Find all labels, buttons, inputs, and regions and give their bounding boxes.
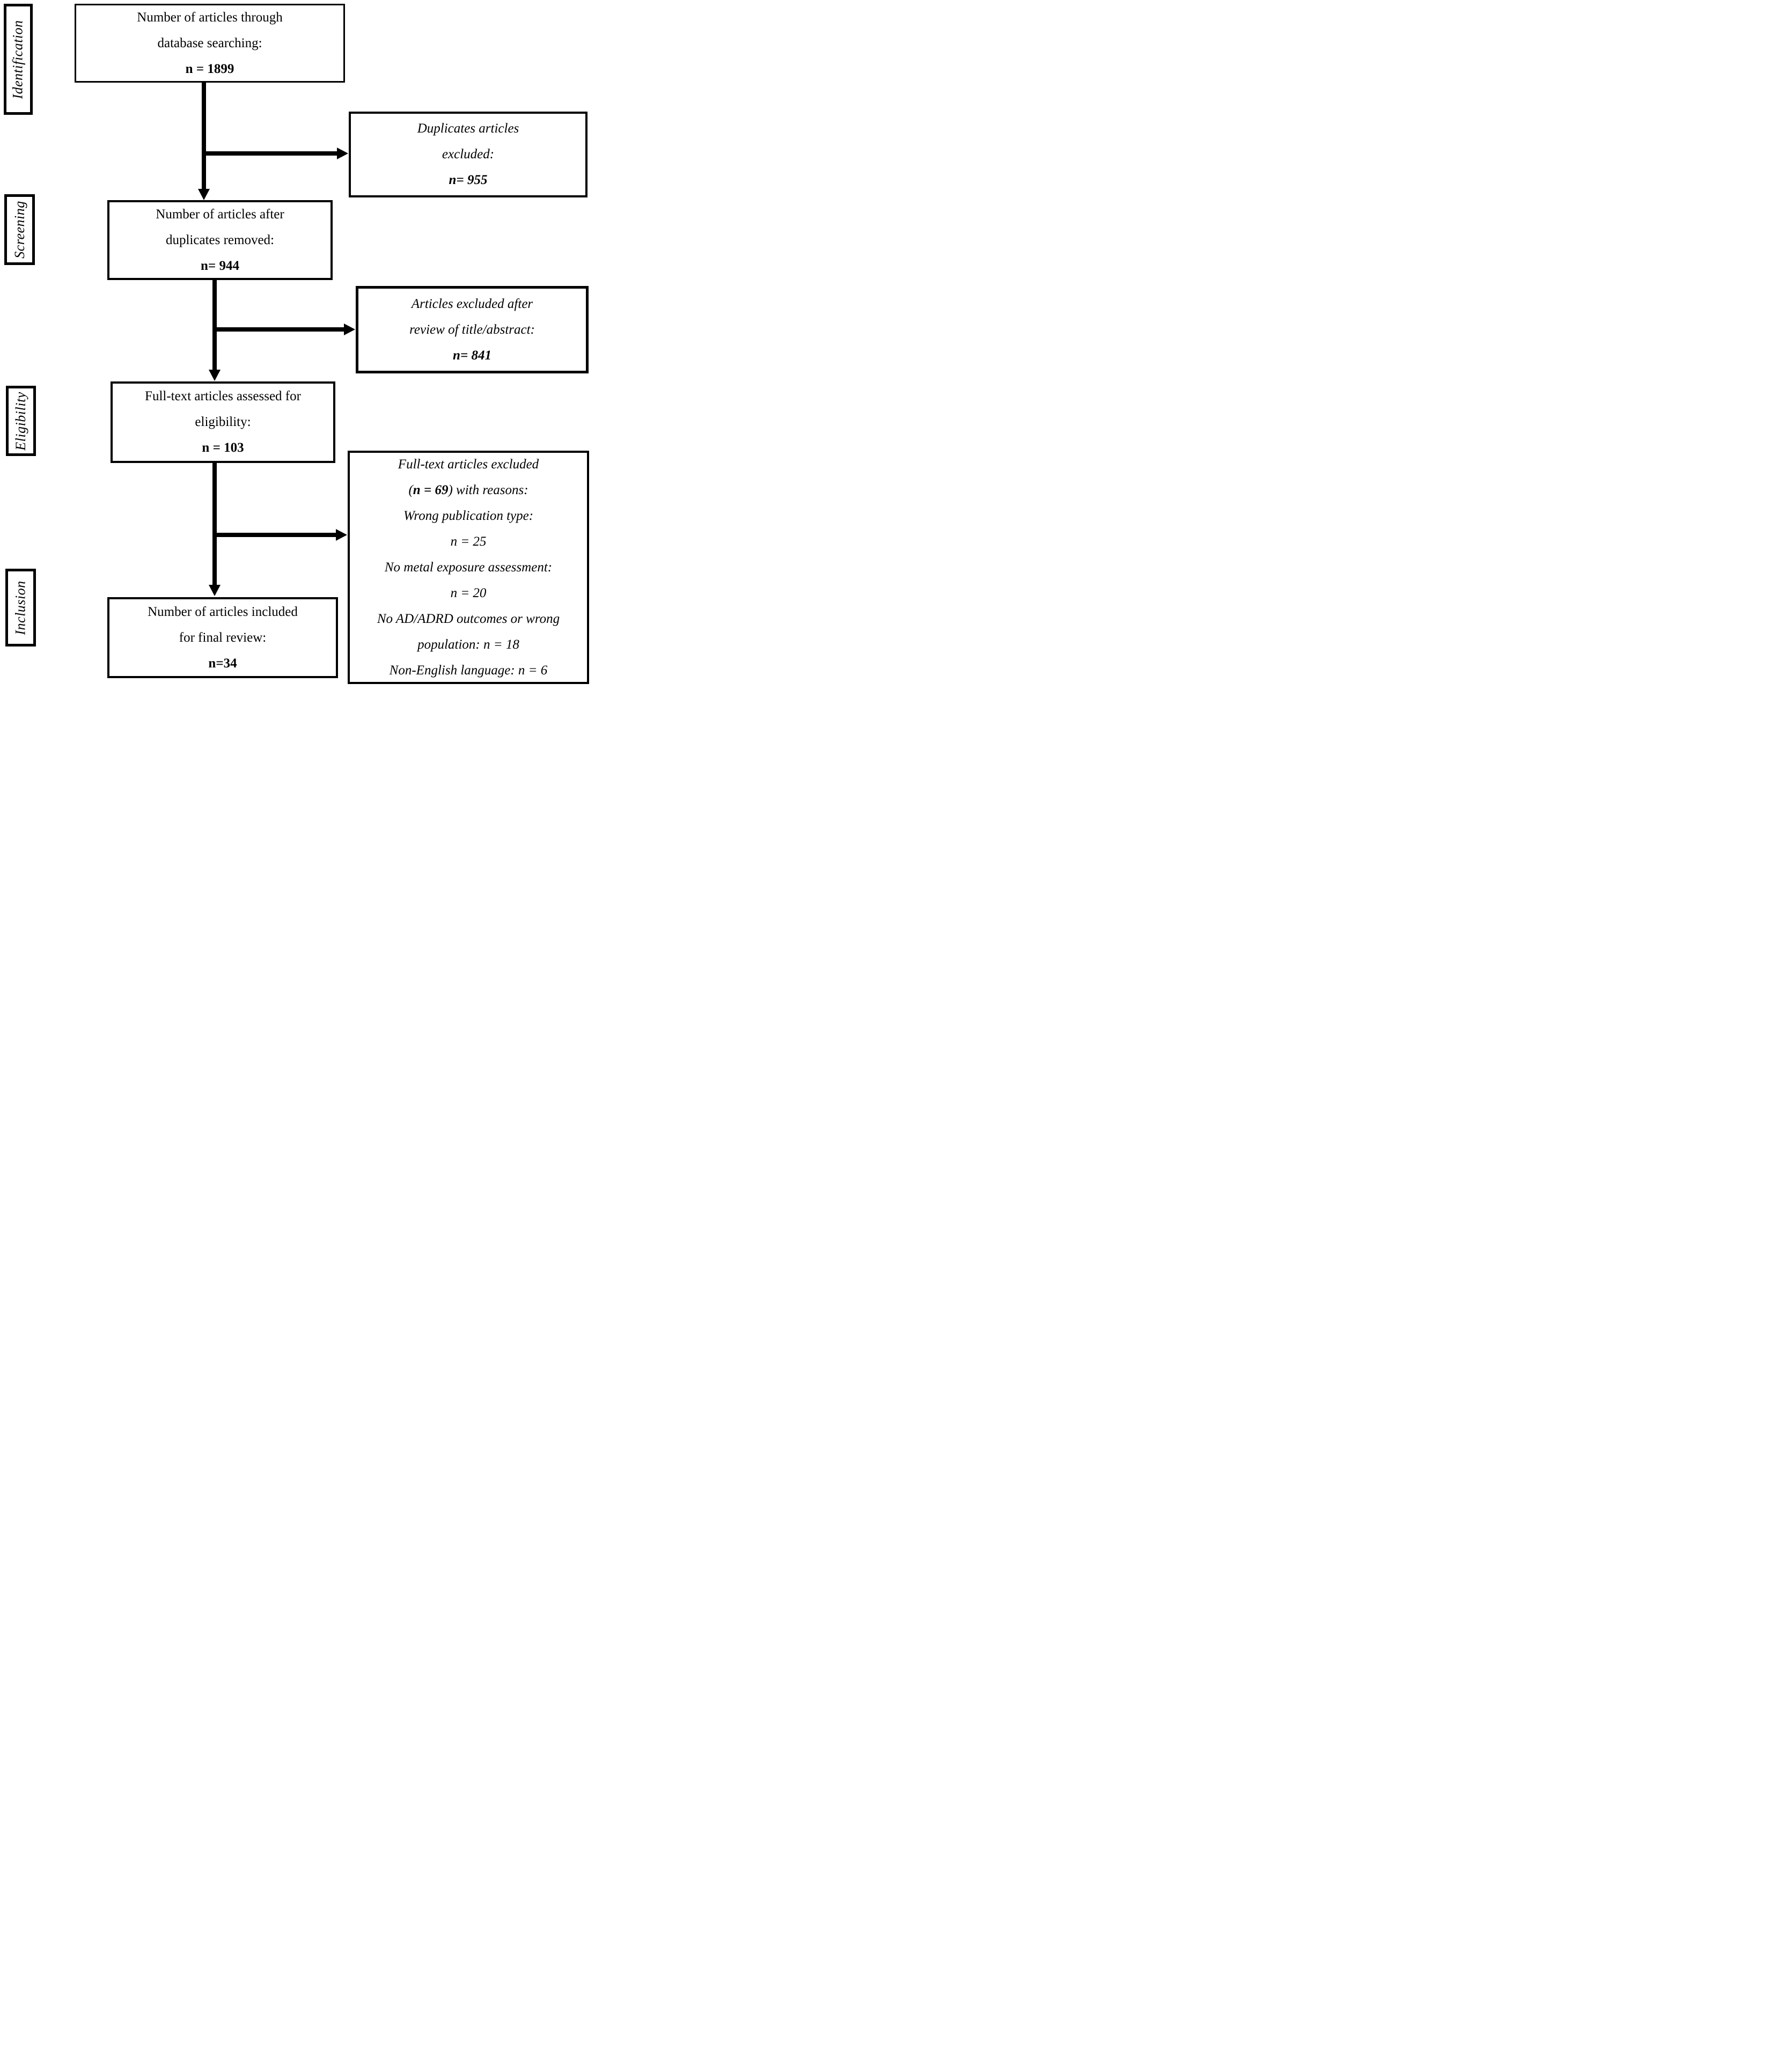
side-box-title-abstract-excluded: Articles excluded after review of title/…	[356, 286, 589, 373]
exclusion-reason-line: Wrong publication type:	[403, 508, 534, 523]
flow-box-final-included-count: n=34	[208, 656, 237, 671]
flow-box-database-search-line2: database searching:	[157, 35, 262, 50]
side-box-duplicates-excluded-count: n= 955	[449, 173, 488, 187]
arrow-down-fulltext-to-included-head	[209, 585, 221, 596]
fulltext-excluded-subtitle: (n = 69) with reasons:	[408, 477, 528, 503]
arrow-right-to-fulltext-excluded-head	[336, 529, 347, 541]
stage-label-identification-text: Identification	[10, 19, 26, 99]
exclusion-reason-line: n = 20	[450, 585, 487, 600]
side-box-title-abstract-excluded-line2: review of title/abstract:	[409, 322, 535, 337]
arrow-down-search-to-duplicates-removed	[202, 82, 206, 189]
arrow-right-to-fulltext-excluded	[212, 533, 336, 537]
fulltext-excluded-subtitle-post: ) with reasons:	[448, 482, 528, 497]
arrow-down-duplicates-removed-to-fulltext-head	[209, 370, 221, 381]
side-box-duplicates-excluded-line2: excluded:	[442, 147, 495, 161]
exclusion-reason-line: No metal exposure assessment:	[384, 560, 553, 575]
stage-label-identification: Identification	[4, 4, 33, 115]
stage-label-eligibility-text: Eligibility	[13, 391, 28, 451]
side-box-fulltext-excluded-reasons: Full-text articles excluded (n = 69) wit…	[348, 451, 589, 684]
fulltext-excluded-subtitle-count: n = 69	[413, 482, 449, 497]
flow-box-database-search-line1: Number of articles through	[137, 10, 283, 25]
exclusion-reason-line: No AD/ADRD outcomes or wrong	[377, 611, 560, 626]
exclusion-reason-line: population: n = 18	[417, 637, 519, 652]
flow-box-duplicates-removed-line1: Number of articles after	[156, 207, 284, 222]
arrow-down-search-to-duplicates-removed-head	[198, 189, 210, 200]
flow-box-database-search-count: n = 1899	[185, 61, 234, 76]
stage-label-eligibility: Eligibility	[6, 386, 36, 456]
prisma-flow-diagram: Identification Screening Eligibility Inc…	[0, 0, 590, 690]
stage-label-inclusion-text: Inclusion	[12, 580, 28, 635]
flow-box-final-included-line2: for final review:	[179, 630, 267, 645]
flow-box-fulltext-assessed-line1: Full-text articles assessed for	[145, 389, 301, 403]
arrow-down-fulltext-to-included	[212, 462, 217, 585]
arrow-right-to-duplicates-excluded-head	[337, 148, 348, 159]
flow-box-duplicates-removed-line2: duplicates removed:	[165, 232, 274, 247]
side-box-duplicates-excluded: Duplicates articles excluded: n= 955	[349, 112, 587, 197]
flow-box-fulltext-assessed-count: n = 103	[202, 440, 244, 455]
fulltext-excluded-title: Full-text articles excluded	[398, 457, 539, 472]
arrow-right-to-title-abstract-excluded	[212, 327, 344, 332]
flow-box-fulltext-assessed: Full-text articles assessed for eligibil…	[111, 381, 335, 463]
arrow-right-to-title-abstract-excluded-head	[344, 324, 355, 335]
flow-box-final-included: Number of articles included for final re…	[107, 597, 338, 678]
flow-box-database-search: Number of articles through database sear…	[75, 4, 345, 83]
stage-label-inclusion: Inclusion	[5, 569, 36, 646]
fulltext-excluded-subtitle-pre: (	[408, 482, 413, 497]
flow-box-fulltext-assessed-line2: eligibility:	[195, 415, 251, 429]
flow-box-duplicates-removed: Number of articles after duplicates remo…	[107, 200, 333, 280]
arrow-right-to-duplicates-excluded	[202, 151, 337, 156]
side-box-title-abstract-excluded-count: n= 841	[453, 348, 491, 363]
stage-label-screening-text: Screening	[11, 201, 27, 259]
exclusion-reason-line: Non-English language: n = 6	[389, 663, 548, 678]
exclusion-reason-line: n = 25	[450, 534, 487, 549]
flow-box-final-included-line1: Number of articles included	[148, 604, 298, 619]
side-box-title-abstract-excluded-line1: Articles excluded after	[411, 296, 533, 311]
arrow-down-duplicates-removed-to-fulltext	[212, 279, 217, 370]
side-box-duplicates-excluded-line1: Duplicates articles	[417, 121, 519, 136]
stage-label-screening: Screening	[4, 194, 35, 265]
flow-box-duplicates-removed-count: n= 944	[201, 258, 239, 273]
